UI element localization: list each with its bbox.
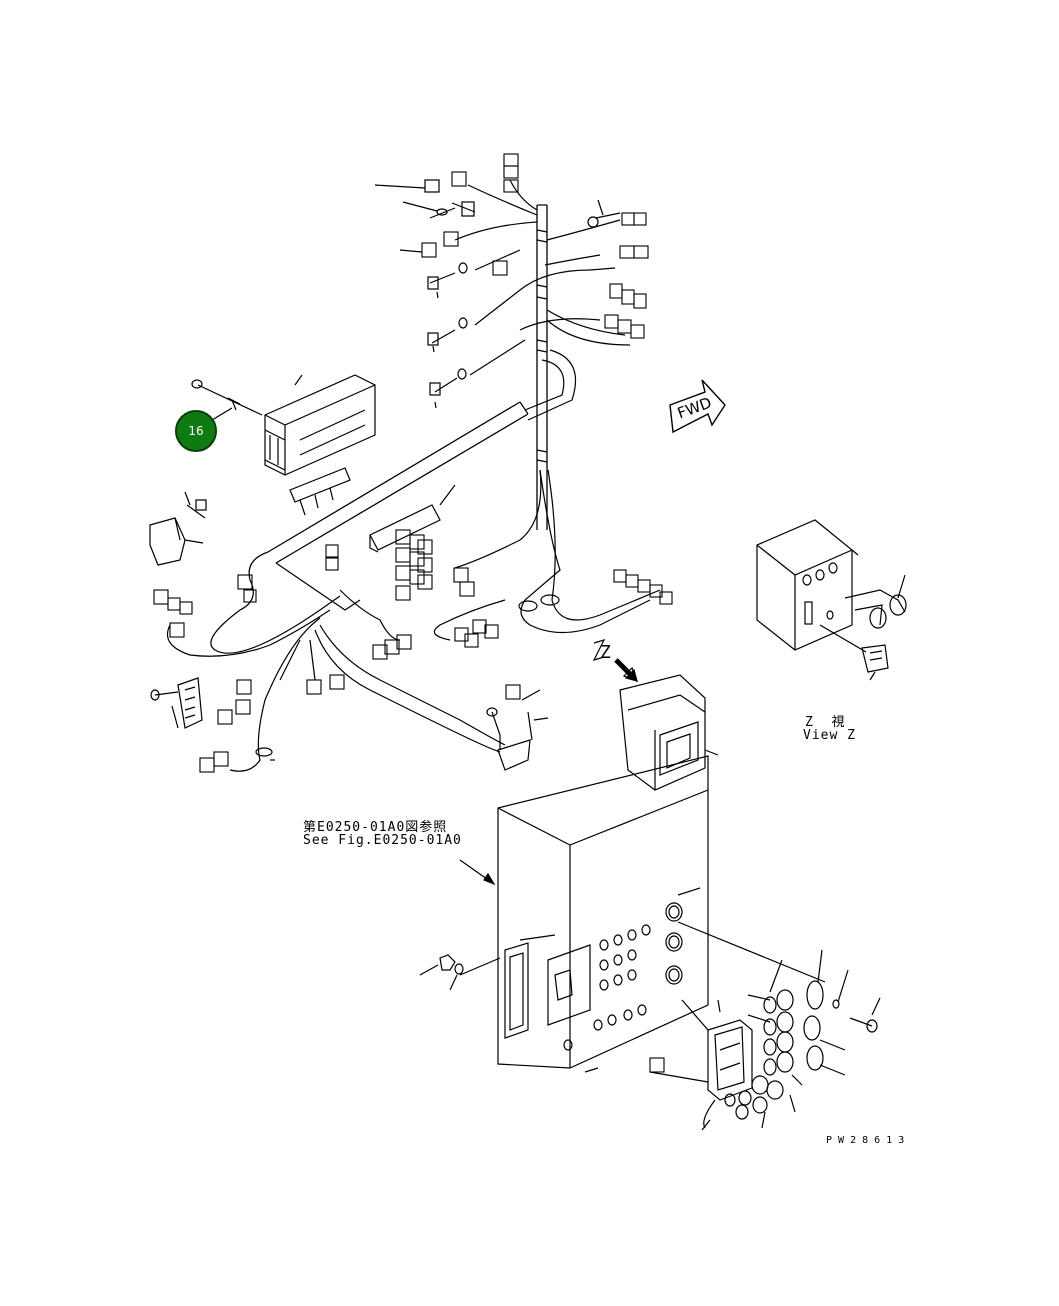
drawing-number: P W 2 8 6 1 3 (826, 1135, 905, 1146)
view-z-box (756, 519, 907, 681)
switch-bracket (486, 689, 549, 771)
harness-main-diagonal (166, 401, 529, 772)
harness-lower-branches (279, 179, 661, 753)
view-arrow-icon (592, 639, 639, 683)
view-z-label-en: View Z (803, 728, 856, 743)
controller-unit (191, 374, 376, 516)
connectors (153, 153, 673, 1073)
gauge-panel (649, 921, 881, 1131)
forward-direction-icon (669, 379, 726, 434)
bolts-washers (374, 179, 621, 409)
cabinet (419, 674, 719, 1073)
terminal-block (150, 677, 203, 729)
view-z-label-jp: Z 視 (805, 715, 846, 730)
relay-module (149, 491, 207, 566)
harness-trunk (524, 204, 577, 530)
reference-label-en: See Fig.E0250-01A0 (303, 833, 462, 848)
part-callout-icon[interactable]: 16 (175, 410, 217, 452)
view-letter: Z (600, 642, 612, 663)
fuse-box (369, 484, 456, 553)
part-callout-number: 16 (188, 424, 204, 438)
reference-label-jp: 第E0250-01A0図参照 (303, 820, 448, 835)
callout-leader (211, 407, 233, 421)
